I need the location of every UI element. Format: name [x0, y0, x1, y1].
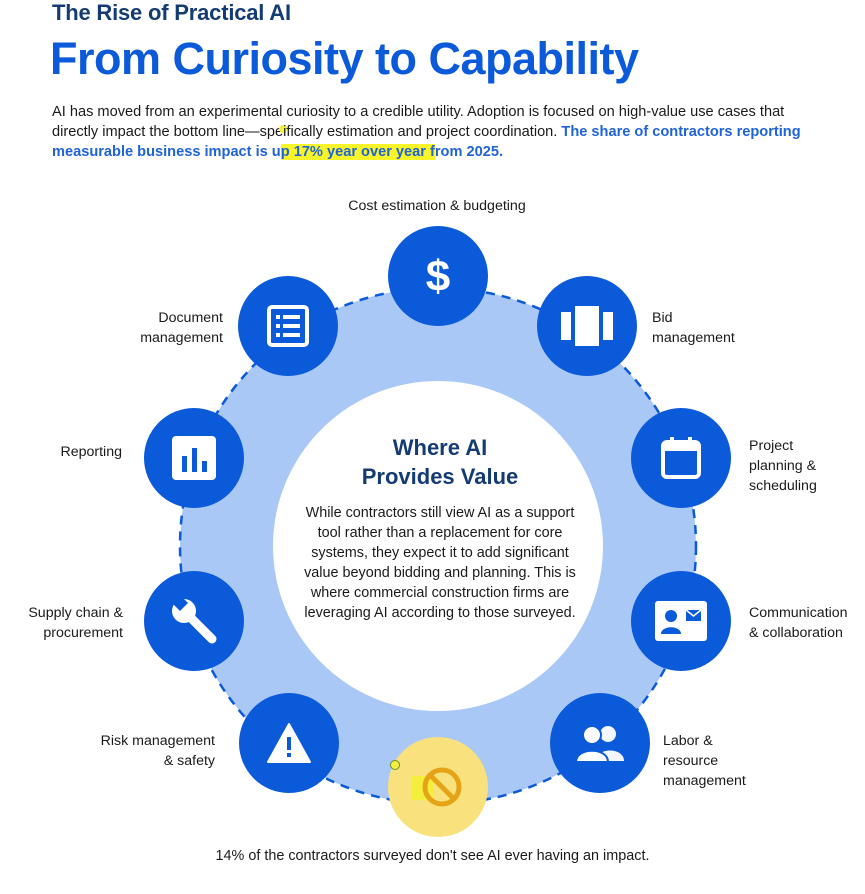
dollar-icon: $ — [426, 252, 450, 301]
label-line: Bid — [652, 310, 673, 326]
panels-icon — [561, 306, 613, 346]
label-line: scheduling — [749, 478, 817, 494]
cost-estimation-node: $ — [388, 226, 488, 326]
label-line: Supply chain & — [28, 605, 123, 621]
hub-center: Where AI Provides Value While contractor… — [275, 395, 605, 700]
no-symbol-icon — [412, 767, 462, 807]
label-cost-estimation: Cost estimation & budgeting — [348, 198, 526, 214]
annotation-marker-icon — [390, 760, 400, 770]
label-line: Communication — [749, 605, 848, 621]
labor-resource-node — [550, 693, 650, 793]
wrench-icon — [172, 597, 217, 644]
project-planning-node — [631, 408, 731, 508]
label-line: management — [663, 773, 746, 789]
no-impact-node — [388, 737, 488, 837]
label-bid-management: Bid management — [652, 308, 735, 348]
intro-text-2: ifically estimation and project coordina… — [283, 124, 562, 140]
annotation-dot — [279, 125, 288, 133]
impact-statement: The share of contractors reporting measu… — [52, 124, 801, 160]
label-line: & collaboration — [749, 625, 843, 641]
footnote: 14% of the contractors surveyed don't se… — [215, 848, 650, 864]
bar-chart-icon — [172, 436, 216, 480]
svg-text:$: $ — [426, 252, 450, 301]
label-line: planning & — [749, 458, 817, 474]
hub-title: Where AI Provides Value — [275, 433, 605, 491]
hub-title-line-2: Provides Value — [361, 464, 519, 489]
label-document-management: Document management — [140, 308, 223, 348]
people-icon — [574, 725, 624, 763]
label-line: & safety — [163, 753, 215, 769]
intro-paragraph: AI has moved from an experimental curios… — [52, 102, 822, 162]
kicker-heading: The Rise of Practical AI — [52, 0, 291, 25]
hub-title-line-1: Where AI — [392, 435, 488, 460]
impact-highlight: p 17% year over year f — [280, 144, 435, 160]
label-line: Risk management — [100, 733, 215, 749]
label-line: Document — [158, 310, 223, 326]
label-risk-management: Risk management & safety — [101, 731, 215, 771]
communication-node — [631, 571, 731, 671]
supply-chain-node — [144, 571, 244, 671]
contact-card-icon — [655, 601, 707, 641]
warning-icon — [267, 723, 311, 763]
hub-description: While contractors still view AI as a sup… — [304, 505, 576, 621]
label-line: resource — [663, 753, 719, 769]
label-reporting: Reporting — [60, 444, 122, 460]
bid-management-node — [537, 276, 637, 376]
risk-management-node — [239, 693, 339, 793]
document-list-icon — [267, 305, 309, 347]
intro-text-1: AI has moved from an experimental curios… — [52, 104, 785, 140]
label-labor-resource: Labor & resource management — [663, 731, 746, 791]
label-communication: Communication & collaboration — [749, 603, 848, 643]
impact-text-a: The share of contractors reporting measu… — [52, 124, 801, 160]
impact-text-c: rom 2025. — [434, 144, 504, 160]
document-management-node — [238, 276, 338, 376]
calendar-icon — [661, 437, 701, 479]
label-line: management — [652, 330, 735, 346]
label-line: procurement — [43, 625, 123, 641]
label-project-planning: Project planning & scheduling — [749, 436, 817, 496]
label-line: management — [140, 330, 223, 346]
label-supply-chain: Supply chain & procurement — [28, 603, 123, 643]
label-line: Labor & — [663, 733, 713, 749]
label-line: Project — [749, 438, 794, 454]
reporting-node — [144, 408, 244, 508]
page-title: From Curiosity to Capability — [50, 33, 639, 84]
